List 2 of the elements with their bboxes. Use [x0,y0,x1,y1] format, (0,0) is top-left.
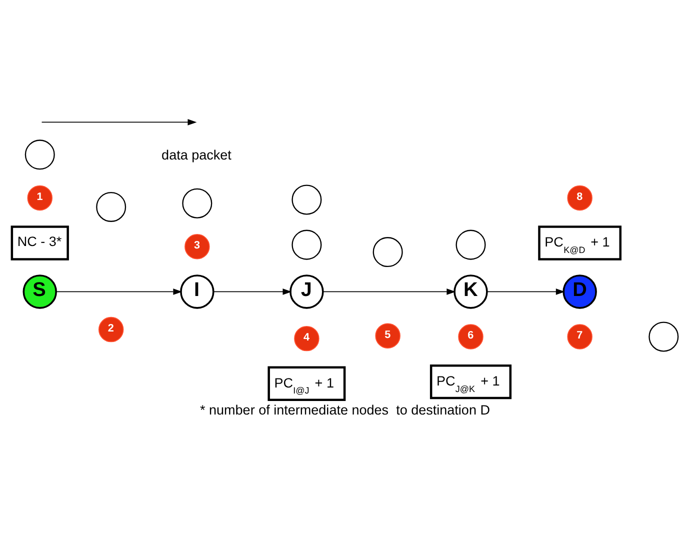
caption: * number of intermediate nodes to destination D [200,402,490,418]
legend-label: data packet [162,148,232,163]
